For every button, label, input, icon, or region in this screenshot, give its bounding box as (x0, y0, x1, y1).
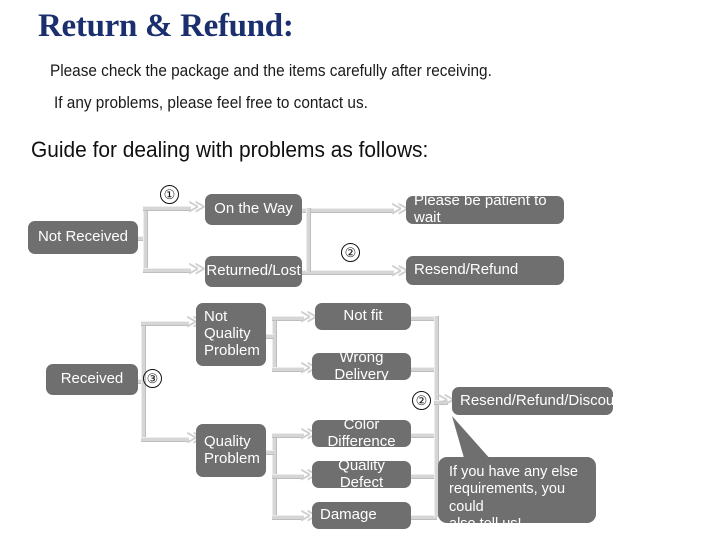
node-quality-defect: Quality Defect (312, 457, 411, 490)
connector-to-quality-defect (272, 474, 304, 479)
connector-quality-fan-stem (266, 450, 274, 455)
connector-to-on-the-way (143, 206, 191, 211)
node-on-the-way: On the Way (205, 194, 302, 225)
connector-returned-lost-out (302, 270, 394, 275)
guide-heading: Guide for dealing with problems as follo… (31, 137, 429, 162)
node-quality-problem: Quality Problem (196, 424, 266, 477)
node-returned-lost: Returned/Lost (205, 256, 302, 287)
connector-not-received-stem (138, 236, 146, 241)
step-marker-2-top: ② (341, 243, 360, 262)
connector-to-damage (272, 515, 304, 520)
connector-not-fit-out (411, 316, 437, 321)
intro-line-2: If any problems, please feel free to con… (54, 94, 368, 112)
node-damage: Damage (312, 502, 411, 529)
connector-quality-defect-out (411, 474, 437, 479)
step-marker-2-bottom: ② (412, 391, 431, 410)
node-resend-refund-discount: Resend/Refund/Discount (452, 387, 627, 415)
arrow-to-not-fit: ≫ (300, 307, 318, 327)
connector-wrong-delivery-out (411, 367, 437, 372)
connector-to-not-quality (141, 321, 189, 326)
connector-not-received-rail (143, 206, 148, 270)
connector-to-not-fit (272, 316, 304, 321)
node-resend-refund: Resend/Refund (406, 256, 564, 285)
connector-collector-out (434, 400, 448, 405)
connector-to-color-difference (272, 433, 304, 438)
node-please-be-patient: Please be patient to wait (406, 192, 564, 226)
connector-to-wrong-delivery (272, 367, 304, 372)
connector-top-right-rail (306, 208, 311, 272)
callout-bubble: If you have any else requirements, you c… (438, 457, 596, 532)
connector-color-difference-out (411, 433, 437, 438)
arrow-to-please-wait: ≫ (391, 199, 409, 219)
step-marker-1: ① (160, 185, 179, 204)
node-not-fit: Not fit (315, 303, 411, 330)
connector-not-quality-fan-rail (272, 316, 277, 368)
connector-to-returned-lost (143, 268, 191, 273)
arrow-to-returned-lost: ≫ (188, 259, 206, 279)
connector-damage-out (411, 515, 437, 520)
connector-collector-rail (434, 316, 439, 517)
step-marker-3: ③ (143, 369, 162, 388)
connector-on-the-way-out (302, 208, 394, 213)
connector-not-quality-fan-stem (266, 334, 274, 339)
arrow-to-on-the-way: ≫ (188, 197, 206, 217)
node-not-quality-problem: Not Quality Problem (196, 303, 266, 366)
arrow-to-resend-refund: ≫ (391, 261, 409, 281)
node-wrong-delivery: Wrong Delivery (312, 349, 411, 382)
arrow-to-resend-refund-discount: ≫ (437, 390, 455, 410)
intro-line-1: Please check the package and the items c… (50, 62, 492, 80)
page-title: Return & Refund: (38, 8, 294, 44)
node-received: Received (46, 364, 138, 395)
node-not-received: Not Received (28, 221, 138, 254)
node-color-difference: Color Difference (312, 416, 411, 449)
connector-to-quality (141, 437, 189, 442)
